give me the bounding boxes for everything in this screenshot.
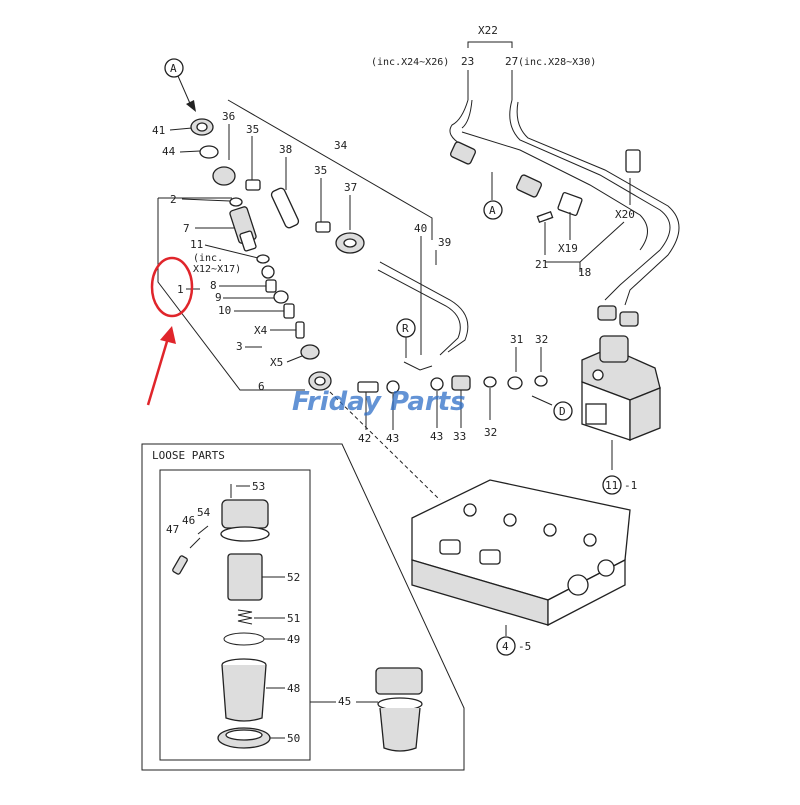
label-inc-x24-x26: (inc.X24~X26)	[371, 57, 449, 68]
label-43b: 43	[430, 430, 443, 443]
label-34: 34	[334, 139, 348, 152]
highlight-annotation	[146, 256, 194, 406]
label-1: 1	[177, 283, 184, 296]
label-44: 44	[162, 145, 176, 158]
label-42: 42	[358, 432, 371, 445]
label-35a: 35	[246, 123, 259, 136]
label-33: 33	[453, 430, 466, 443]
label-18: 18	[578, 266, 591, 279]
label-inc-a: (inc.	[193, 253, 223, 264]
label-11: 11	[190, 238, 203, 251]
label-50: 50	[287, 732, 300, 745]
label-x5: X5	[270, 356, 283, 369]
label-21: 21	[535, 258, 548, 271]
label-38: 38	[279, 143, 292, 156]
highlight-arrow	[146, 337, 170, 406]
label-51: 51	[287, 612, 300, 625]
label-x22: X22	[478, 24, 498, 37]
bracket-x22	[467, 41, 513, 48]
svg-text:A: A	[170, 62, 177, 75]
label-x4: X4	[254, 324, 268, 337]
label-inc-x28-x30: (inc.X28~X30)	[518, 57, 596, 68]
ref-a-circle-bottom	[483, 200, 503, 220]
label-36: 36	[222, 110, 235, 123]
label-53: 53	[252, 480, 265, 493]
label-49: 49	[287, 633, 300, 646]
injector-assembly: 2 7 11 (inc. X12~X17) 1 8 9 10 X4 3 X5 6	[157, 193, 332, 393]
label-23: 23	[461, 55, 474, 68]
label-10: 10	[218, 304, 231, 317]
loose-parts-title: LOOSE PARTS	[152, 449, 225, 462]
ref-r: R	[402, 322, 409, 335]
label-x19: X19	[558, 242, 578, 255]
label-11-1: 11	[605, 479, 618, 492]
label-54: 54	[197, 506, 211, 519]
svg-text:A: A	[489, 204, 496, 217]
label-43a: 43	[386, 432, 399, 445]
label-48: 48	[287, 682, 300, 695]
highlight-circle	[150, 256, 194, 318]
label-27: 27	[505, 55, 518, 68]
label-7: 7	[183, 222, 190, 235]
loose-parts-panel: LOOSE PARTS 53 54 46 47 52 51 49 48 50	[141, 443, 465, 771]
label-4-5: 4	[502, 640, 509, 653]
label-45: 45	[338, 695, 351, 708]
label-x20: X20	[615, 208, 635, 221]
fuel-line-group: 41 44 36 35 38 34 35 37 40 39 R	[152, 99, 469, 371]
label-41: 41	[152, 124, 165, 137]
label-8: 8	[210, 279, 217, 292]
label-32b: 32	[484, 426, 497, 439]
label-3: 3	[236, 340, 243, 353]
injection-pipe-group: X22 (inc.X24~X26) 23 27 (inc.X28~X30) A …	[371, 24, 680, 327]
ref-a-top: A	[164, 58, 196, 112]
label-46: 46	[182, 514, 195, 527]
svg-text:-1: -1	[624, 479, 637, 492]
label-9: 9	[215, 291, 222, 304]
ref-d: D	[559, 405, 566, 418]
watermark: Friday Parts	[292, 387, 466, 417]
label-2: 2	[170, 193, 177, 206]
cylinder-head: 4 -5	[411, 479, 631, 656]
label-32a: 32	[535, 333, 548, 346]
label-31: 31	[510, 333, 523, 346]
label-6: 6	[258, 380, 265, 393]
svg-text:-5: -5	[518, 640, 531, 653]
injection-pump: 11 -1 31 32 D	[507, 333, 661, 495]
label-37: 37	[344, 181, 357, 194]
label-47: 47	[166, 523, 179, 536]
label-inc-b: X12~X17)	[193, 264, 241, 275]
label-40: 40	[414, 222, 427, 235]
fitting-row: 42 43 43 33 32	[329, 375, 497, 501]
label-52: 52	[287, 571, 300, 584]
label-35b: 35	[314, 164, 327, 177]
label-39: 39	[438, 236, 451, 249]
